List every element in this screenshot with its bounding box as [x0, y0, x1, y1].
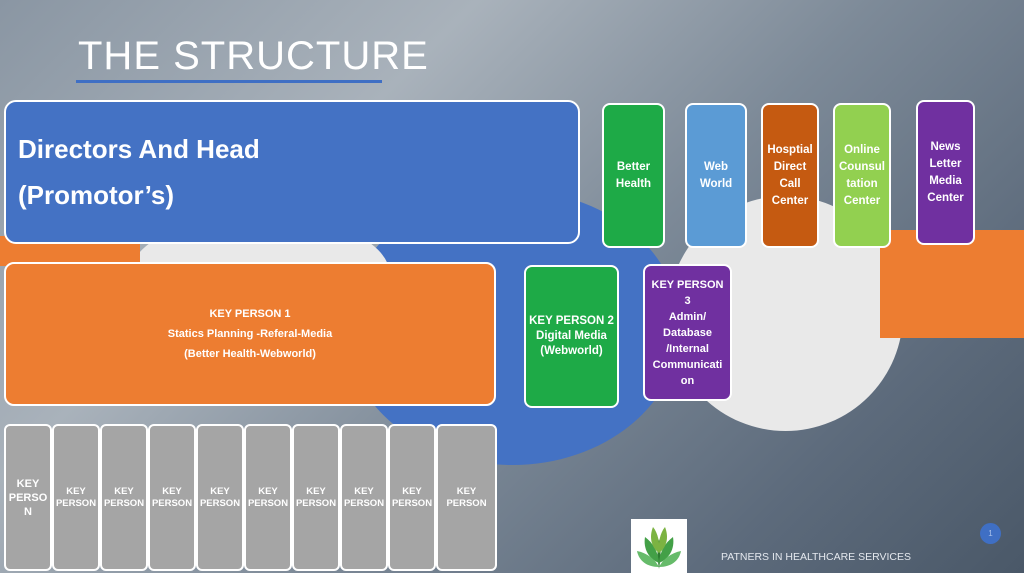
key-person-grey-label: KEY PERSON — [295, 485, 337, 509]
key-person-2-label: KEY PERSON 2 Digital Media (Webworld) — [529, 315, 614, 357]
key-person-grey-label: KEY PERSO N — [8, 477, 48, 518]
key-person-1-role: Statics Planning -Referal-Media — [167, 328, 333, 340]
news-letter-label: News Letter Media Center — [927, 140, 964, 204]
key-person-grey-label: KEY PERSON — [151, 485, 193, 509]
key-person-3-box: KEY PERSON 3 Admin/ Database /Internal C… — [643, 264, 732, 401]
call-center-label: Hosptial Direct Call Center — [767, 143, 813, 207]
key-person-grey-box: KEY PERSO N — [4, 424, 52, 571]
online-counsultation-box: Online Counsul tation Center — [833, 103, 891, 248]
directors-line2: (Promotor’s) — [18, 180, 174, 210]
key-person-1-box: KEY PERSON 1 Statics Planning -Referal-M… — [4, 262, 496, 406]
key-person-grey-box: KEY PERSON — [148, 424, 196, 571]
key-person-1-title: KEY PERSON 1 — [209, 308, 291, 320]
key-person-grey-box: KEY PERSON — [436, 424, 497, 571]
key-person-grey-label: KEY PERSON — [391, 485, 433, 509]
key-person-grey-box: KEY PERSON — [52, 424, 100, 571]
web-world-box: Web World — [685, 103, 747, 248]
slide-title: THE STRUCTURE — [78, 34, 429, 78]
news-letter-box: News Letter Media Center — [916, 100, 975, 245]
key-person-grey-box: KEY PERSON — [196, 424, 244, 571]
better-health-box: Better Health — [602, 103, 665, 248]
key-person-grey-box: KEY PERSON — [292, 424, 340, 571]
key-person-grey-box: KEY PERSON — [388, 424, 436, 571]
leaf-logo-icon — [631, 519, 687, 573]
key-person-grey-box: KEY PERSON — [244, 424, 292, 571]
key-person-grey-label: KEY PERSON — [247, 485, 289, 509]
footer-text: PATNERS IN HEALTHCARE SERVICES — [721, 551, 912, 563]
bg-orange-band — [880, 230, 1024, 338]
directors-box: Directors And Head (Promotor’s) — [4, 100, 580, 244]
better-health-label: Better Health — [615, 160, 652, 190]
key-person-3-label: KEY PERSON 3 Admin/ Database /Internal C… — [651, 278, 724, 387]
key-person-grey-label: KEY PERSON — [103, 485, 145, 509]
call-center-box: Hosptial Direct Call Center — [761, 103, 819, 248]
key-person-grey-label: KEY PERSON — [343, 485, 385, 509]
key-person-grey-box: KEY PERSON — [340, 424, 388, 571]
key-person-grey-label: KEY PERSON — [446, 485, 487, 509]
directors-line1: Directors And Head — [18, 134, 260, 164]
title-underline — [76, 80, 382, 83]
key-person-grey-box: KEY PERSON — [100, 424, 148, 571]
online-counsultation-label: Online Counsul tation Center — [839, 143, 885, 207]
page-number: 1 — [980, 523, 1001, 544]
key-person-grey-label: KEY PERSON — [55, 485, 97, 509]
key-person-2-box: KEY PERSON 2 Digital Media (Webworld) — [524, 265, 619, 408]
web-world-label: Web World — [699, 160, 733, 190]
key-person-grey-label: KEY PERSON — [199, 485, 241, 509]
key-person-1-scope: (Better Health-Webworld) — [184, 348, 316, 360]
